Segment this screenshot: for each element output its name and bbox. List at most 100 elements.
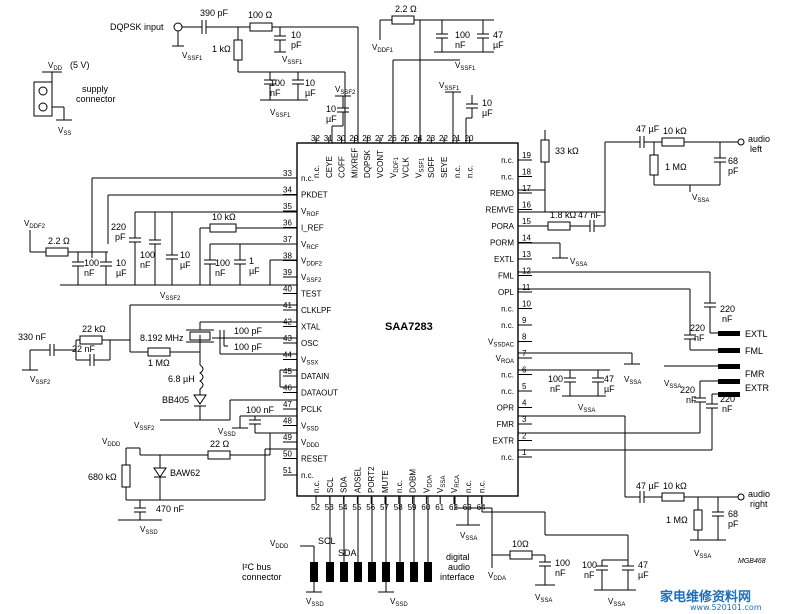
pin-name: SCL [326,477,335,493]
pin-name: FML [498,272,515,281]
cap-220nf-b1: 220 [690,323,705,333]
pin-name: VSSF2 [301,273,322,284]
rail-vssf1-e: VSSF1 [439,81,460,92]
pin-number: 34 [283,186,292,195]
cap-47uf-a1: 47 [493,30,503,40]
pin-number: 36 [283,219,292,228]
cap-100nf-b2: nF [455,40,466,50]
audio-left-output: 47 µF 10 kΩ audio left 1 MΩ 68 pF VSSA [636,124,770,204]
pin-name: VDDF1 [389,156,400,178]
rail-vssa-d: VSSA [624,375,641,386]
cap-47uf-left: 47 µF [636,124,660,134]
figure-code: MGB468 [738,558,766,565]
pin-name: FMR [497,420,515,429]
cap-47uf-b2: µF [604,384,615,394]
cap-10uf-e1: 10 [116,258,126,268]
pin-name: n.c. [395,480,404,493]
extr-label: EXTR [745,383,770,393]
pin-number: 4 [522,399,527,408]
rail-vssf2-c: VSSF2 [134,421,155,432]
digital-label-2: audio [448,562,470,572]
supply-label-2: connector [76,94,116,104]
pin-number: 46 [283,384,292,393]
res-2-2ohm-a: 2.2 Ω [395,4,417,14]
pin-number: 2 [522,432,527,441]
cap-100nf-c2: nF [550,384,561,394]
inductor-label: 6.8 µH [168,374,195,384]
pin-name: VCLK [402,156,411,178]
pin-name: VDDF2 [301,257,323,268]
pin-number: 32 [311,134,320,143]
dqpsk-input-label: DQPSK input [110,22,164,32]
baw62-label: BAW62 [170,468,200,478]
cap-68pf-right-1: 68 [728,509,738,519]
pin-number: 54 [339,503,348,512]
cap-47uf-c2: µF [638,570,649,580]
oscillator-network: 330 nF 22 kΩ 22 nF VSSF2 1 MΩ 8.192 MHz … [18,304,297,432]
cap-10uf-e2: µF [116,268,127,278]
cap-100nf-h2: nF [555,568,566,578]
pin-name: n.c. [312,480,321,493]
pin-number: 28 [362,134,371,143]
pin-name: REMVE [486,206,514,215]
pin-name: VSSX [301,356,318,367]
pin-number: 23 [426,134,435,143]
pin-name: n.c. [501,371,514,380]
pin-number: 9 [522,316,527,325]
pin-number: 22 [439,134,448,143]
pin-number: 51 [283,466,292,475]
pin-number: 30 [337,134,346,143]
pin-name: REMO [490,189,514,198]
scl-label: SCL [318,536,336,546]
rail-vssf2-a: VSSF2 [160,291,181,302]
res-10kohm-b: 10 kΩ [212,212,236,222]
cap-100nf-f2: nF [84,268,95,278]
watermark-url: www.520101.com [690,603,762,612]
pin-number: 38 [283,252,292,261]
rail-vssa-e: VSSA [578,403,595,414]
pin-number: 62 [449,503,458,512]
res-33kohm: 33 kΩ [555,146,579,156]
cap-100nf-e1: 100 [215,258,230,268]
rail-vssa-i: VSSA [608,597,625,608]
pin-number: 3 [522,415,527,424]
cap-10uf-a2: µF [305,88,316,98]
res-1mohm-osc: 1 MΩ [148,358,170,368]
pin-name: VSSD [301,422,319,433]
pin-number: 29 [349,134,358,143]
cap-10uf-c1: 10 [482,98,492,108]
diode-baw62-icon [153,467,167,478]
pin-number: 12 [522,267,531,276]
rail-vssf1-c: VSSF1 [270,108,291,119]
reset-network: VSSD 100 nF VDDD 680 kΩ 22 Ω BAW62 470 n… [88,405,297,536]
supply-connector-icon [33,81,53,117]
crystal-icon [189,331,211,341]
pin-name: DATAOUT [301,389,338,398]
pin-name: OPR [497,404,515,413]
cap-10pf-b: pF [291,40,302,50]
sda-label: SDA [338,548,357,558]
vroa-decoupling: VSSA 100 nF 47 µF VSSA [518,352,641,414]
pin-name: n.c. [501,453,514,462]
cap-100nf-g: 100 nF [246,405,275,415]
supply-connector: VDD (5 V) VSS supply connector [33,60,116,137]
pin-number: 52 [311,503,320,512]
res-2-2ohm-b: 2.2 Ω [48,236,70,246]
cap-330nf: 330 nF [18,332,47,342]
res-22kohm: 22 kΩ [82,324,106,334]
